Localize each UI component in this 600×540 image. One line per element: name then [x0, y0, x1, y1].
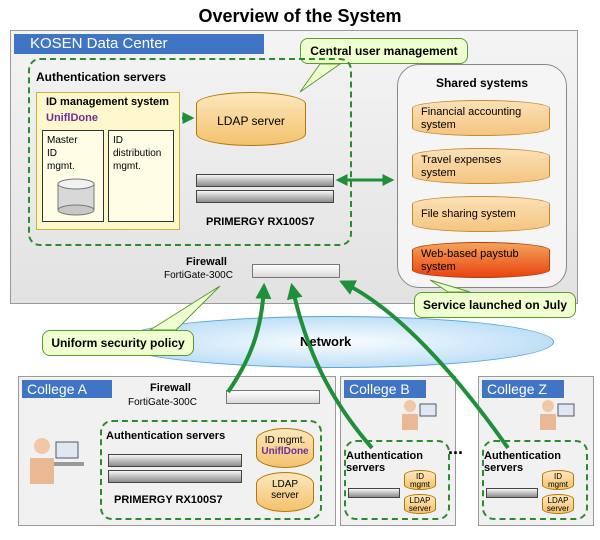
auth-servers-label: Authentication servers — [36, 70, 167, 84]
college-z-label: College Z — [482, 380, 564, 398]
distribution-line-1: ID — [113, 135, 123, 146]
id-distribution-box: ID distribution mgmt. — [108, 130, 174, 222]
distribution-line-2: distribution — [113, 148, 162, 159]
service-launched-callout: Service launched on July — [414, 292, 576, 318]
system-label-line-1: Financial accounting — [421, 106, 522, 118]
ldap-server-label: LDAP server — [217, 114, 285, 128]
master-line-3: mgmt. — [47, 161, 75, 172]
college-z-server — [486, 488, 538, 498]
college-a-auth-label: Authentication servers — [106, 430, 226, 442]
system-label-line-2: system — [421, 261, 456, 273]
college-z-ldap-cylinder: LDAP server — [542, 494, 574, 514]
college-b-server — [348, 488, 400, 498]
college-z-ldap-line-2: server — [546, 504, 570, 513]
college-a-ldap-cylinder: LDAP server — [256, 472, 314, 512]
master-line-1: Master — [47, 135, 78, 146]
arrow-college-b — [286, 282, 374, 450]
system-file-sharing: File sharing system — [412, 196, 550, 232]
college-b-ldap-line-1: LDAP — [409, 496, 431, 505]
college-a-auth-group — [100, 420, 322, 520]
system-label-line-2: system — [421, 119, 456, 131]
launched-callout-pointer — [429, 279, 471, 293]
ldap-server-cylinder: LDAP server — [196, 92, 306, 146]
unifldone-label: UniflDone — [46, 112, 98, 124]
more-colleges-ellipsis: ... — [448, 438, 464, 458]
college-b-id-cylinder: ID mgmt — [404, 470, 436, 490]
college-z-panel — [478, 376, 594, 526]
arrow-college-z — [339, 280, 510, 450]
dc-firewall-model: FortiGate-300C — [164, 270, 233, 281]
college-b-auth-line-2: servers — [346, 462, 386, 474]
system-label-line-2: system — [421, 167, 456, 179]
uniform-security-text: Uniform security policy — [51, 336, 185, 350]
college-b-id-line-2: mgmt — [410, 480, 430, 489]
college-a-server-model: PRIMERGY RX100S7 — [114, 494, 223, 506]
master-db-icon — [57, 178, 95, 216]
college-a-idm-cylinder: ID mgmt. UniflDone — [256, 428, 314, 468]
arrow-college-a — [226, 282, 272, 394]
dc-firewall-device — [252, 264, 340, 278]
user-icon-college-z — [540, 400, 575, 430]
college-z-auth-line-2: servers — [484, 462, 524, 474]
dc-firewall-label: Firewall — [186, 256, 227, 268]
college-a-label: College A — [22, 380, 112, 398]
server-model-label: PRIMERGY RX100S7 — [206, 216, 315, 228]
college-z-ldap-line-1: LDAP — [547, 496, 569, 505]
college-b-auth-group — [344, 440, 450, 520]
id-management-title: ID management system — [46, 96, 169, 108]
system-label-line-1: Web-based paystub — [421, 248, 519, 260]
college-z-id-line-2: mgmt — [548, 480, 568, 489]
central-management-text: Central user management — [310, 44, 458, 58]
distribution-line-3: mgmt. — [113, 161, 141, 172]
college-a-ldap-line-1: LDAP — [271, 479, 299, 490]
rack-server-2 — [196, 190, 334, 203]
shared-systems-label: Shared systems — [435, 76, 529, 90]
system-web-paystub: Web-based paystub system — [412, 242, 550, 278]
college-b-ldap-line-2: server — [408, 504, 432, 513]
system-travel-expenses: Travel expenses system — [412, 148, 550, 184]
user-icon-college-a — [30, 438, 84, 484]
college-b-panel — [340, 376, 456, 526]
college-b-label: College B — [344, 380, 426, 398]
college-a-ldap-line-2: server — [271, 490, 299, 501]
service-launched-text: Service launched on July — [422, 298, 568, 312]
page-title: Overview of the System — [198, 6, 402, 26]
college-z-auth-line-1: Authentication — [484, 450, 561, 462]
system-financial-accounting: Financial accounting system — [412, 100, 550, 136]
college-a-server-1 — [108, 454, 242, 467]
user-icon-college-b — [402, 400, 437, 430]
network-label: Network — [300, 334, 352, 349]
central-callout-pointer — [299, 63, 342, 93]
data-center-label: KOSEN Data Center — [14, 34, 264, 54]
uniform-callout-pointer — [148, 285, 221, 331]
college-z-auth-group — [482, 440, 588, 520]
college-a-unifl-label: UniflDone — [261, 446, 309, 457]
system-label-line-1: File sharing system — [421, 208, 516, 220]
uniform-security-callout: Uniform security policy — [42, 330, 194, 356]
college-b-id-line-1: ID — [416, 472, 424, 481]
system-label-line-1: Travel expenses — [421, 154, 502, 166]
college-a-server-2 — [108, 470, 242, 483]
college-b-ldap-cylinder: LDAP server — [404, 494, 436, 514]
college-a-firewall-label: Firewall — [150, 382, 191, 394]
college-z-id-cylinder: ID mgmt — [542, 470, 574, 490]
college-a-firewall-model: FortiGate-300C — [128, 397, 197, 408]
auth-servers-group — [28, 58, 352, 246]
master-line-2: ID — [47, 148, 57, 159]
college-z-id-line-1: ID — [554, 472, 562, 481]
college-a-firewall-device — [226, 390, 320, 404]
college-b-auth-line-1: Authentication — [346, 450, 423, 462]
rack-server-1 — [196, 174, 334, 187]
college-a-idm-label: ID mgmt. — [264, 435, 306, 446]
